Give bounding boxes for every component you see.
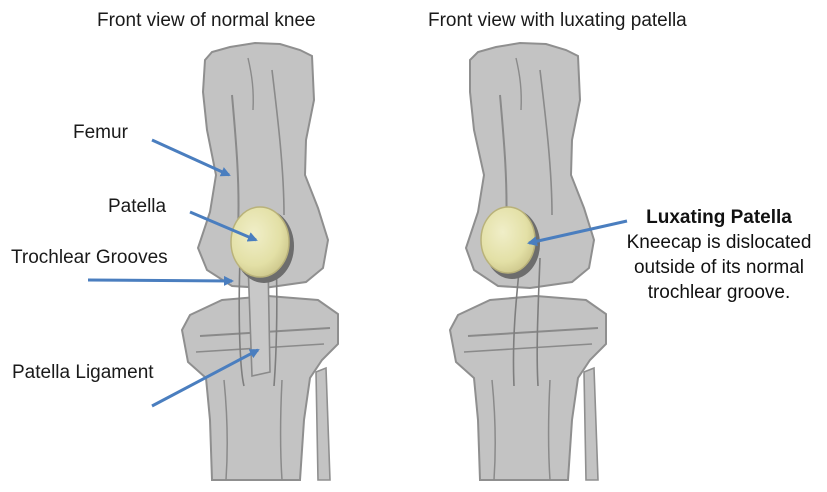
trochlear-grooves-arrow bbox=[88, 280, 232, 281]
femur-label: Femur bbox=[73, 122, 128, 144]
trochlear-grooves-label: Trochlear Grooves bbox=[11, 247, 168, 269]
luxating-tibia bbox=[450, 296, 606, 480]
luxating-knee-title: Front view with luxating patella bbox=[428, 10, 687, 32]
patella-label: Patella bbox=[108, 196, 166, 218]
patella-ligament-label: Patella Ligament bbox=[12, 362, 154, 384]
callout-line: outside of its normal bbox=[612, 255, 826, 280]
luxating-patella-callout-title: Luxating Patella bbox=[612, 205, 826, 230]
callout-line: Kneecap is dislocated bbox=[612, 230, 826, 255]
normal-patella bbox=[231, 207, 289, 277]
callout-line: trochlear groove. bbox=[612, 280, 826, 305]
normal-knee-figure bbox=[182, 43, 338, 480]
normal-knee-title: Front view of normal knee bbox=[97, 10, 316, 32]
luxating-knee-figure bbox=[450, 43, 606, 480]
luxating-patella-callout: Luxating Patella Kneecap is dislocated o… bbox=[612, 205, 826, 305]
luxating-patella bbox=[481, 207, 535, 273]
